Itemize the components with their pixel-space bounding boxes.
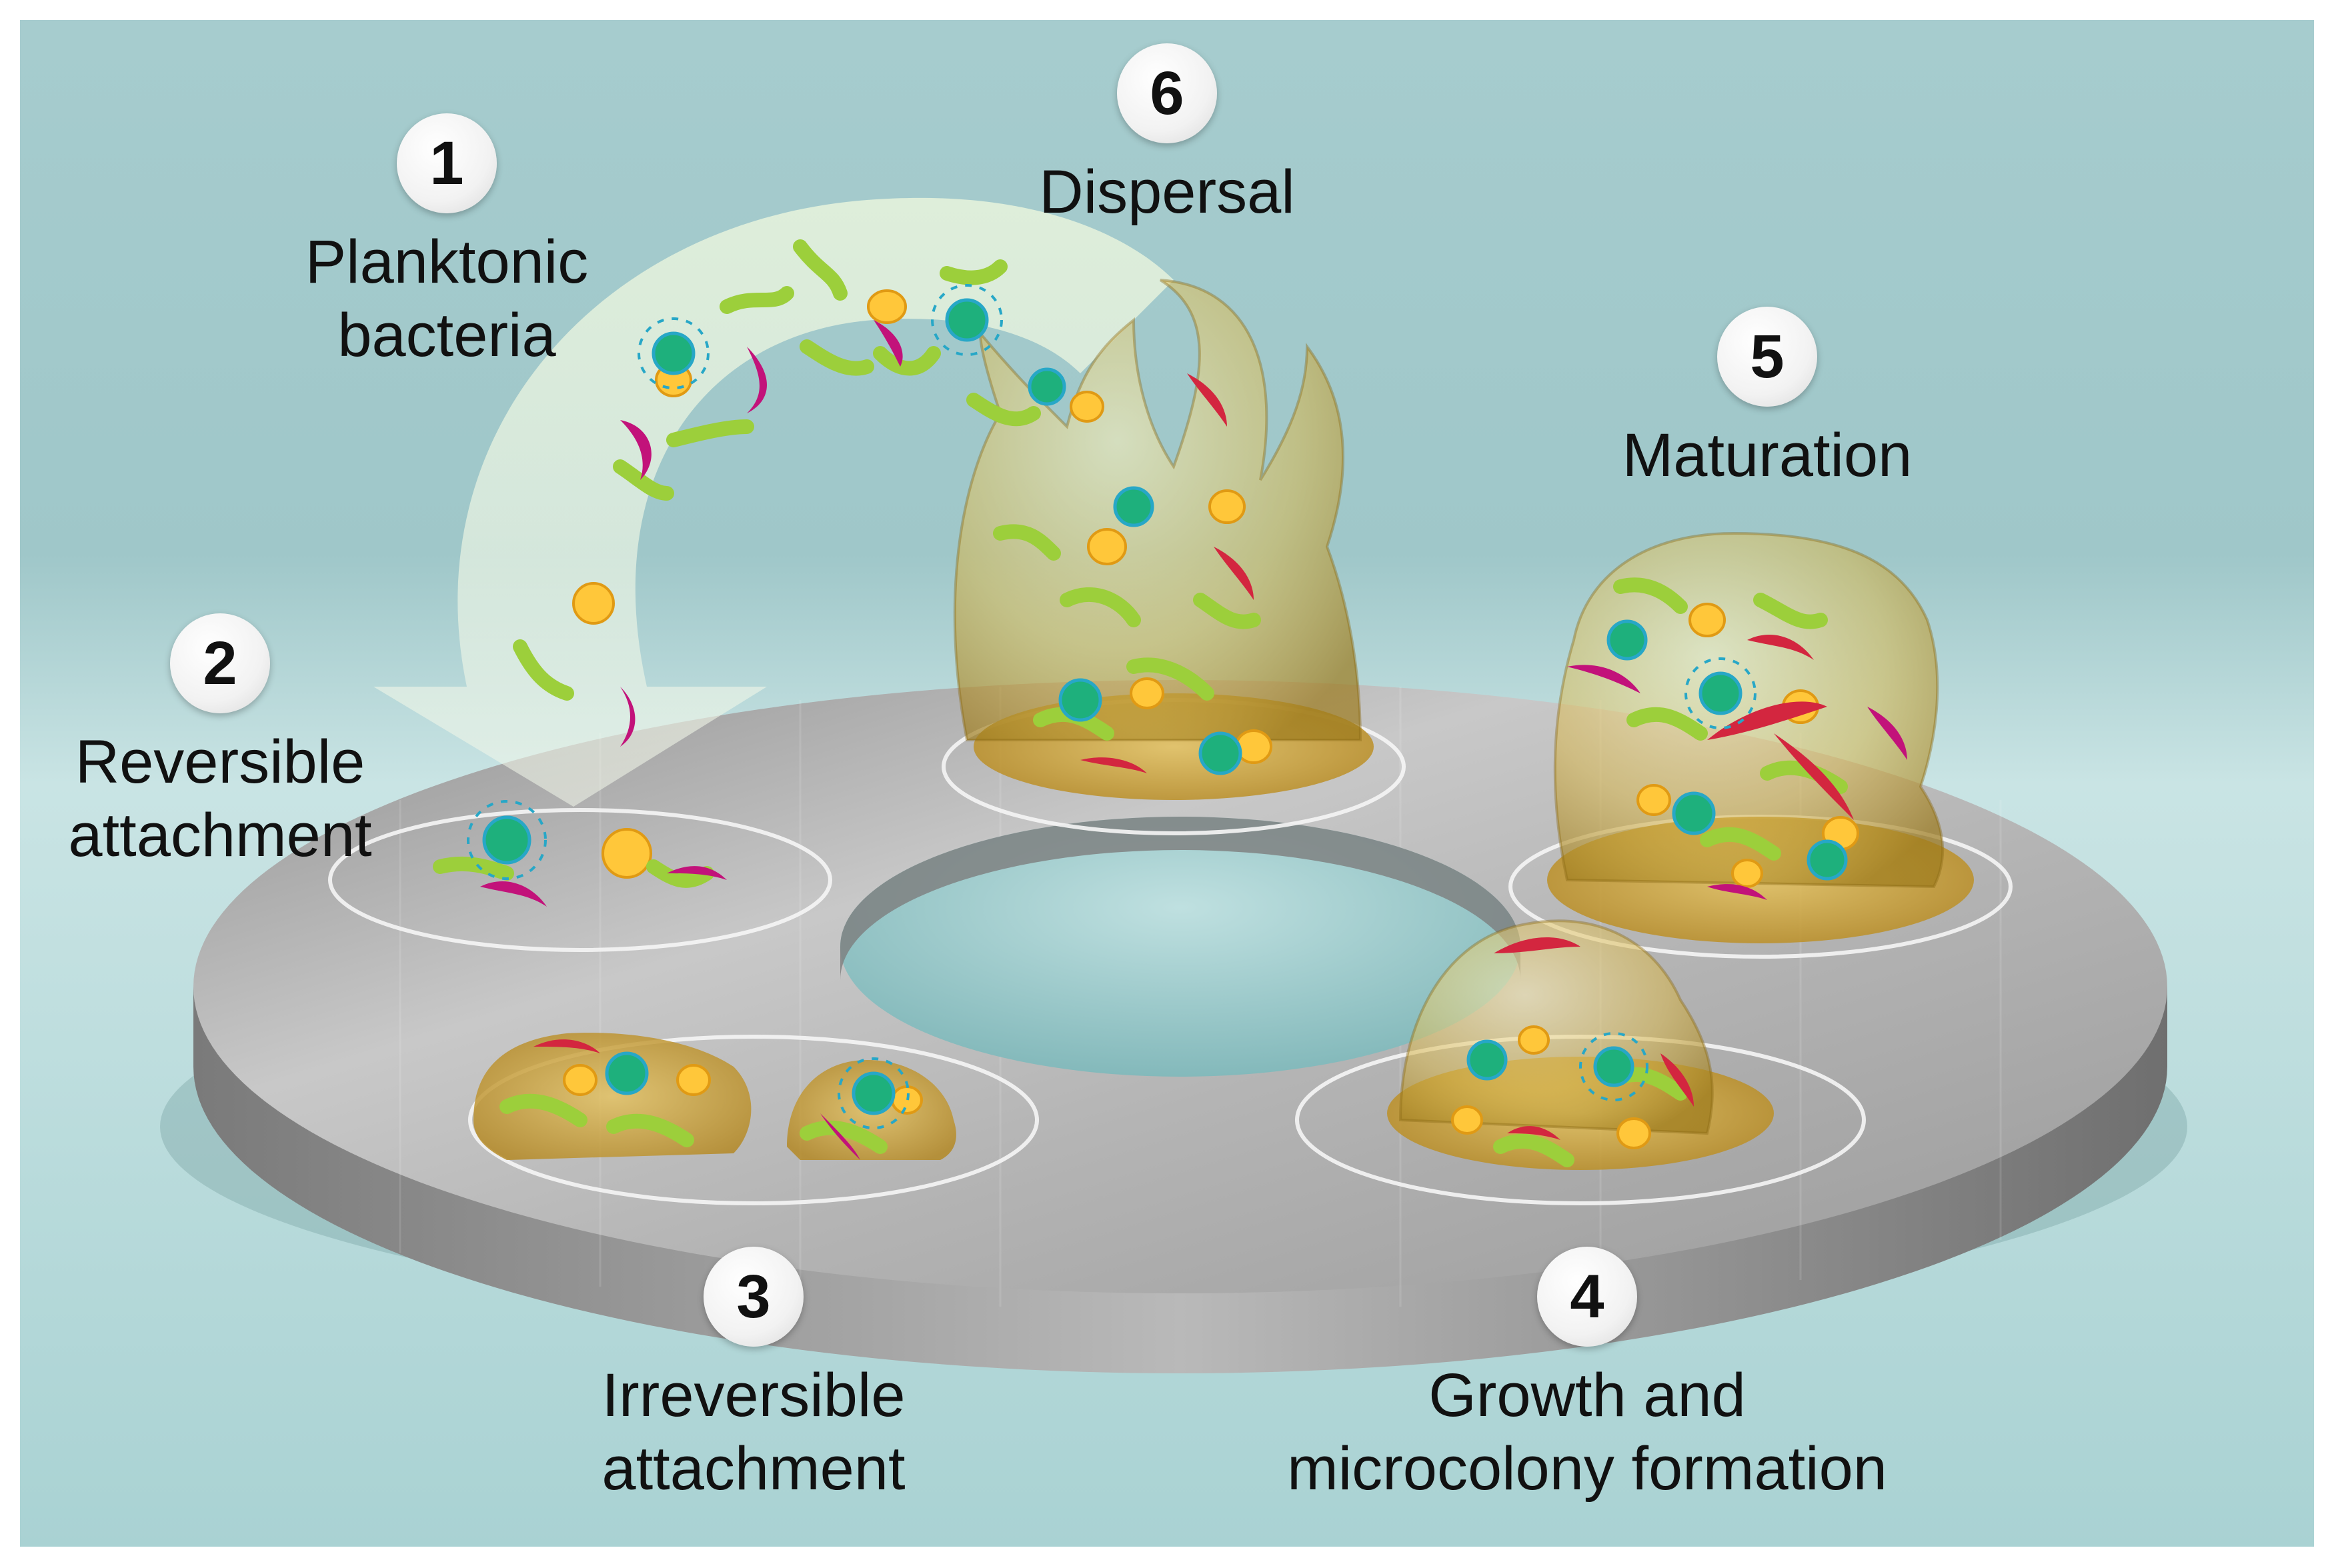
red-bacteria (533, 373, 1854, 1140)
stage-2-label: 2 Reversible attachment (27, 613, 413, 872)
stage-title-line: Maturation (1622, 421, 1913, 489)
disc-hole (840, 817, 1520, 1077)
stage-title-line: Irreversible (602, 1361, 906, 1429)
stage-1-label: 1 Planktonic bacteria (267, 113, 627, 372)
stage-title-line: attachment (602, 1435, 906, 1503)
vibrio-bacteria (480, 320, 1907, 1160)
cycle-arrow (373, 197, 1174, 807)
flagellated-bacteria (467, 284, 1848, 1129)
stage-number-badge: 2 (170, 613, 270, 713)
stage-6-label: 6 Dispersal (980, 43, 1354, 229)
cocci-bacteria (563, 289, 1859, 1149)
stage-title-line: microcolony formation (1287, 1435, 1887, 1503)
stage-title-line: bacteria (337, 301, 556, 369)
stage-number-badge: 4 (1537, 1247, 1637, 1347)
stage-5-label: 5 Maturation (1554, 307, 1981, 492)
stage-number-badge: 1 (397, 113, 497, 213)
stage-number-badge: 6 (1117, 43, 1217, 143)
stage-title-line: Planktonic (305, 228, 589, 296)
stage-title-line: Dispersal (1039, 158, 1295, 226)
stage-3-label: 3 Irreversible attachment (533, 1247, 974, 1505)
stage-title-line: Reversible (75, 728, 365, 796)
stage-number-badge: 3 (704, 1247, 804, 1347)
stage-title-line: Growth and (1428, 1361, 1746, 1429)
stage-number-badge: 5 (1717, 307, 1817, 407)
stage-4-label: 4 Growth and microcolony formation (1214, 1247, 1961, 1505)
rod-bacteria (433, 239, 1848, 1167)
stage-title-line: attachment (68, 801, 372, 869)
